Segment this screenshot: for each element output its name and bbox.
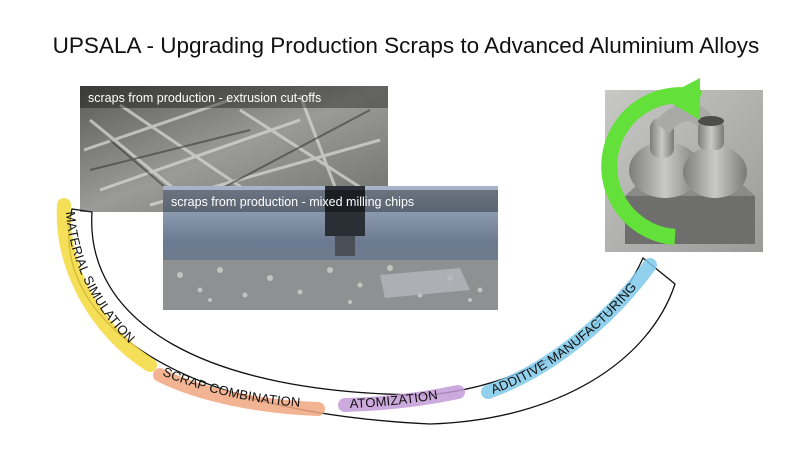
process-pathway	[68, 208, 676, 425]
cycle-arrow	[601, 78, 703, 245]
step-stroke-additive-manufacturing	[481, 258, 657, 399]
photo-milling-chips: scraps from production - mixed milling c…	[163, 186, 498, 310]
photo-caption-extrusion: scraps from production - extrusion cut-o…	[88, 91, 321, 105]
step-stroke-scrap-combination	[153, 368, 325, 416]
photo-caption-milling: scraps from production - mixed milling c…	[171, 195, 414, 209]
page-title: UPSALA - Upgrading Production Scraps to …	[52, 33, 760, 58]
step-stroke-material-simulation	[56, 198, 157, 372]
step-stroke-atomization	[338, 385, 465, 412]
step-label-atomization: ATOMIZATION	[349, 387, 438, 411]
photo-extrusion-cutoffs: scraps from production - extrusion cut-o…	[80, 86, 388, 212]
step-label-additive-manufacturing: ADDITIVE MANUFACTURING	[489, 279, 640, 397]
